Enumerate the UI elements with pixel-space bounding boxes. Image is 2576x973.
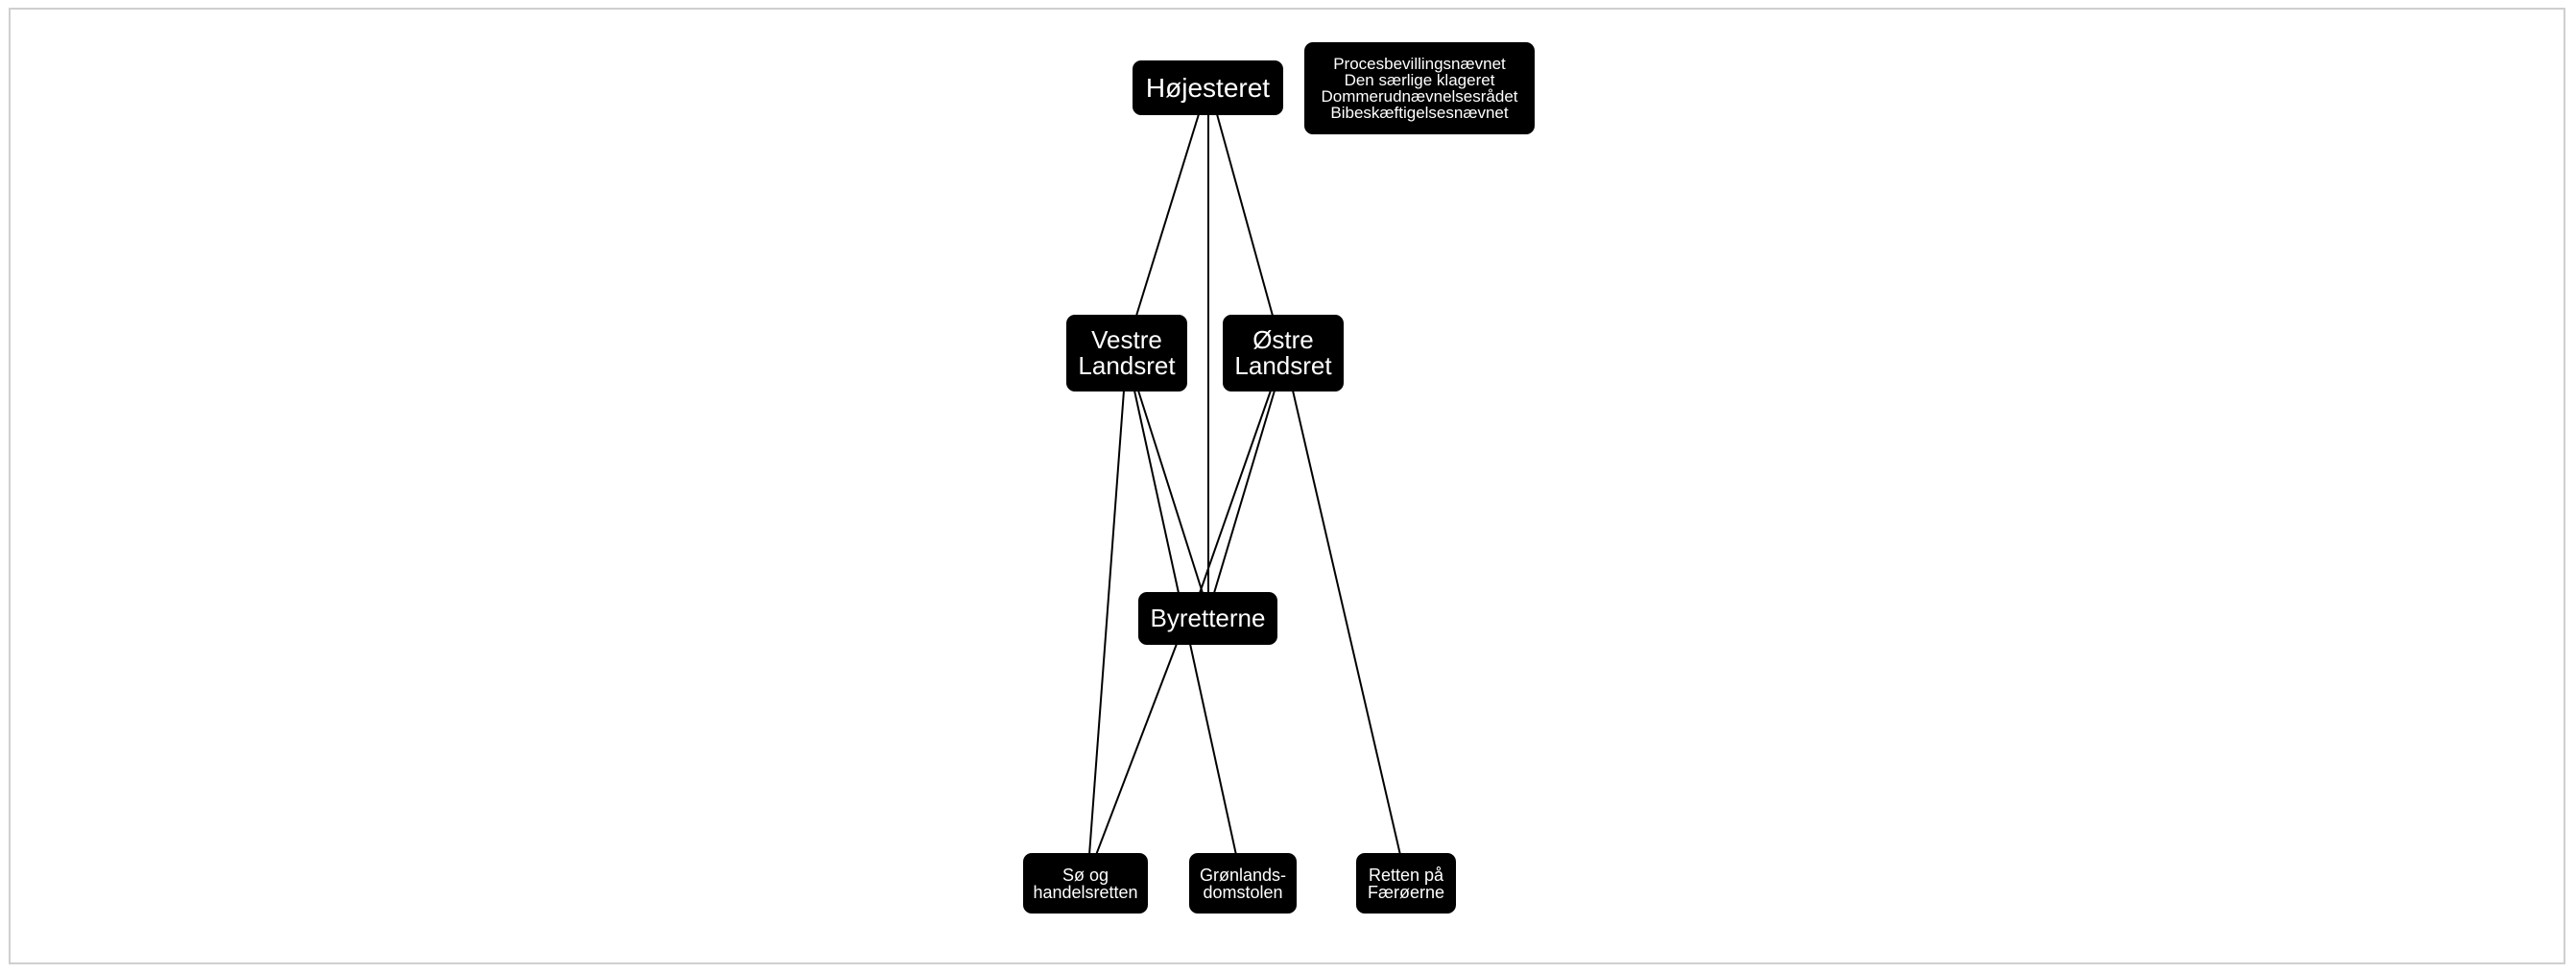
node-associated-bodies-label: Procesbevillingsnævnet Den særlige klage… <box>1321 55 1518 122</box>
node-so-og-handelsretten: Sø og handelsretten <box>1023 853 1148 914</box>
node-gronlandsdomstolen-label: Grønlands- domstolen <box>1199 865 1287 902</box>
node-hojesteret: Højesteret <box>1133 60 1283 115</box>
node-byretterne-label: Byretterne <box>1150 604 1266 632</box>
edge-byretterne-so-handel <box>1095 643 1178 856</box>
edge-byretterne-gronland <box>1189 643 1237 856</box>
edge-ostre-faeroerne <box>1292 390 1401 856</box>
edge-ostre-byretterne-a <box>1199 390 1272 594</box>
node-ostre-landsret-label: Østre Landsret <box>1234 325 1332 380</box>
edge-vestre-byretterne-a <box>1133 390 1180 594</box>
edge-hojesteret-vestre <box>1135 113 1200 317</box>
node-hojesteret-label: Højesteret <box>1145 72 1271 103</box>
node-gronlandsdomstolen: Grønlands- domstolen <box>1189 853 1297 914</box>
node-vestre-landsret: Vestre Landsret <box>1066 315 1187 392</box>
node-associated-bodies: Procesbevillingsnævnet Den særlige klage… <box>1304 42 1535 134</box>
node-ostre-landsret: Østre Landsret <box>1223 315 1344 392</box>
edge-ostre-byretterne-b <box>1213 390 1276 594</box>
edge-vestre-byretterne-b <box>1137 390 1204 594</box>
edge-hojesteret-ostre <box>1216 113 1274 317</box>
node-byretterne: Byretterne <box>1138 592 1277 645</box>
edge-vestre-so-handel <box>1088 390 1125 856</box>
node-vestre-landsret-label: Vestre Landsret <box>1078 325 1176 380</box>
node-retten-pa-faeroerne: Retten på Færøerne <box>1356 853 1456 914</box>
diagram-frame <box>9 8 2565 964</box>
node-retten-pa-faeroerne-label: Retten på Færøerne <box>1367 865 1444 902</box>
node-so-og-handelsretten-label: Sø og handelsretten <box>1033 865 1138 902</box>
